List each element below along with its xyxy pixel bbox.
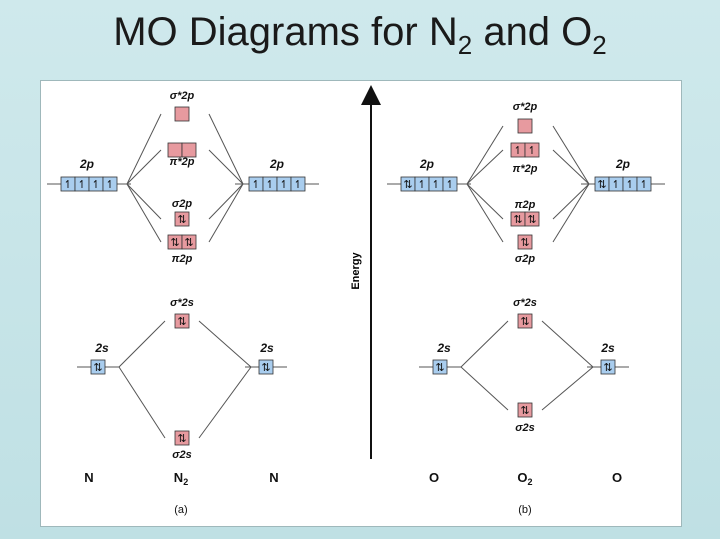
o-right-2p-orbital: ⇅ ↿ ↿ ↿ bbox=[581, 176, 665, 192]
panel-a-right-2s-label: 2s bbox=[259, 341, 274, 355]
svg-text:↿: ↿ bbox=[91, 179, 100, 191]
o2-pi-star-2p-orbital: ↿↿ bbox=[510, 142, 540, 158]
panel-b-left-2s-label: 2s bbox=[436, 341, 451, 355]
svg-text:↿: ↿ bbox=[105, 179, 114, 191]
svg-text:↿: ↿ bbox=[63, 179, 72, 191]
panel-a-sigma-star-2p-label: σ*2p bbox=[170, 90, 195, 102]
n-left-2s-orbital: ⇅ bbox=[77, 359, 119, 375]
panel-a-caption: (a) bbox=[174, 504, 187, 516]
svg-text:⇅: ⇅ bbox=[177, 433, 186, 445]
o-left-2s-orbital: ⇅ bbox=[419, 359, 461, 375]
svg-text:↿: ↿ bbox=[77, 179, 86, 191]
svg-text:⇅: ⇅ bbox=[261, 362, 270, 374]
svg-text:↿: ↿ bbox=[293, 179, 302, 191]
orbital-boxes: ↿↿↿↿↿↿↿↿⇅⇅⇅⇅⇅⇅⇅⇅↿↿↿⇅↿↿↿↿↿⇅⇅⇅⇅⇅⇅⇅ bbox=[47, 106, 665, 446]
panel-a-right-atom: N bbox=[269, 470, 278, 485]
mo-diagram-svg: ↿↿↿↿↿↿↿↿⇅⇅⇅⇅⇅⇅⇅⇅↿↿↿⇅↿↿↿↿↿⇅⇅⇅⇅⇅⇅⇅ Energy … bbox=[47, 85, 665, 516]
o2-sigma-star-2s-orbital: ⇅ bbox=[517, 313, 533, 329]
panel-b-pi-2p-label: π2p bbox=[515, 199, 536, 211]
svg-text:↿: ↿ bbox=[279, 179, 288, 191]
svg-text:↿: ↿ bbox=[625, 179, 634, 191]
slide-title: MO Diagrams for N2 and O2 bbox=[0, 10, 720, 61]
svg-text:⇅: ⇅ bbox=[170, 237, 179, 249]
panel-b-labels: O O2 O (b) bbox=[429, 470, 622, 516]
svg-text:↿: ↿ bbox=[417, 179, 426, 191]
o2-sigma-star-2p-orbital bbox=[517, 118, 533, 134]
svg-text:⇅: ⇅ bbox=[93, 362, 102, 374]
panel-a-mo-labels: σ*2p π*2p σ2p π2p σ*2s σ2s bbox=[170, 90, 195, 461]
o-left-2p-orbital: ⇅ ↿ ↿ ↿ bbox=[387, 176, 471, 192]
title-main: MO Diagrams for N bbox=[113, 10, 458, 54]
ao-labels: 2p 2p 2s 2s 2p 2p 2s 2s bbox=[79, 157, 630, 355]
svg-text:↿: ↿ bbox=[527, 145, 536, 157]
svg-text:⇅: ⇅ bbox=[527, 214, 536, 226]
o2-pi-2p-orbital: ⇅⇅ bbox=[510, 211, 540, 227]
panel-b-right-2p-label: 2p bbox=[615, 157, 630, 171]
panel-a-sigma-2p-label: σ2p bbox=[172, 198, 192, 210]
svg-text:⇅: ⇅ bbox=[520, 316, 529, 328]
panel-a-sigma-star-2s-label: σ*2s bbox=[170, 297, 194, 309]
svg-text:⇅: ⇅ bbox=[403, 179, 412, 191]
panel-b-pi-star-2p-label: π*2p bbox=[513, 163, 538, 175]
panel-b-left-2p-label: 2p bbox=[419, 157, 434, 171]
o-right-2s-orbital: ⇅ bbox=[587, 359, 629, 375]
o2-sigma-2s-orbital: ⇅ bbox=[517, 402, 533, 418]
panel-b-left-atom: O bbox=[429, 470, 439, 485]
n2-sigma-2p-orbital: ⇅ bbox=[174, 211, 190, 227]
n-left-2p-orbital: ↿ ↿ ↿ ↿ bbox=[47, 176, 131, 192]
svg-text:⇅: ⇅ bbox=[520, 405, 529, 417]
svg-text:↿: ↿ bbox=[251, 179, 260, 191]
svg-text:↿: ↿ bbox=[445, 179, 454, 191]
svg-text:⇅: ⇅ bbox=[513, 214, 522, 226]
svg-text:↿: ↿ bbox=[513, 145, 522, 157]
n2-sigma-2s-orbital: ⇅ bbox=[174, 430, 190, 446]
svg-text:⇅: ⇅ bbox=[177, 316, 186, 328]
panel-b-sigma-2s-label: σ2s bbox=[515, 422, 535, 434]
panel-a-labels: N N2 N (a) bbox=[84, 470, 278, 516]
svg-text:⇅: ⇅ bbox=[520, 237, 529, 249]
energy-axis: Energy bbox=[350, 85, 381, 459]
title-sub-2: 2 bbox=[592, 30, 607, 60]
panel-b-sigma-star-2s-label: σ*2s bbox=[513, 297, 537, 309]
panel-b-molecule: O2 bbox=[517, 470, 532, 487]
n2-pi-2p-orbital: ⇅⇅ bbox=[167, 234, 197, 250]
panel-a-right-2p-label: 2p bbox=[269, 157, 284, 171]
n-right-2p-orbital: ↿ ↿ ↿ ↿ bbox=[235, 176, 319, 192]
energy-label: Energy bbox=[350, 251, 362, 289]
svg-text:↿: ↿ bbox=[611, 179, 620, 191]
panel-a-left-2s-label: 2s bbox=[94, 341, 109, 355]
diagram-panel: ↿↿↿↿↿↿↿↿⇅⇅⇅⇅⇅⇅⇅⇅↿↿↿⇅↿↿↿↿↿⇅⇅⇅⇅⇅⇅⇅ Energy … bbox=[40, 80, 682, 527]
n2-sigma-star-2p-orbital bbox=[174, 106, 190, 122]
svg-text:↿: ↿ bbox=[265, 179, 274, 191]
svg-text:⇅: ⇅ bbox=[184, 237, 193, 249]
svg-text:⇅: ⇅ bbox=[177, 214, 186, 226]
panel-a-left-atom: N bbox=[84, 470, 93, 485]
n2-sigma-star-2s-orbital: ⇅ bbox=[174, 313, 190, 329]
panel-b-sigma-star-2p-label: σ*2p bbox=[513, 101, 538, 113]
n2-pi-star-2p-orbital bbox=[167, 142, 197, 158]
panel-a-pi-star-2p-label: π*2p bbox=[170, 156, 195, 168]
n-right-2s-orbital: ⇅ bbox=[245, 359, 287, 375]
panel-a-left-2p-label: 2p bbox=[79, 157, 94, 171]
panel-b-mo-labels: σ*2p π*2p π2p σ2p σ*2s σ2s bbox=[513, 101, 538, 434]
svg-text:⇅: ⇅ bbox=[435, 362, 444, 374]
panel-b-right-2s-label: 2s bbox=[600, 341, 615, 355]
panel-b-right-atom: O bbox=[612, 470, 622, 485]
svg-text:↿: ↿ bbox=[639, 179, 648, 191]
title-mid: and O bbox=[472, 10, 593, 54]
o2-sigma-2p-orbital: ⇅ bbox=[517, 234, 533, 250]
title-sub-1: 2 bbox=[457, 30, 473, 60]
panel-a-pi-2p-label: π2p bbox=[172, 253, 193, 265]
panel-a-sigma-2s-label: σ2s bbox=[172, 449, 192, 461]
svg-text:↿: ↿ bbox=[431, 179, 440, 191]
panel-a-molecule: N2 bbox=[174, 470, 188, 487]
svg-text:⇅: ⇅ bbox=[603, 362, 612, 374]
connector-lines bbox=[118, 113, 594, 439]
panel-b-caption: (b) bbox=[518, 504, 531, 516]
svg-text:⇅: ⇅ bbox=[597, 179, 606, 191]
panel-b-sigma-2p-label: σ2p bbox=[515, 253, 535, 265]
